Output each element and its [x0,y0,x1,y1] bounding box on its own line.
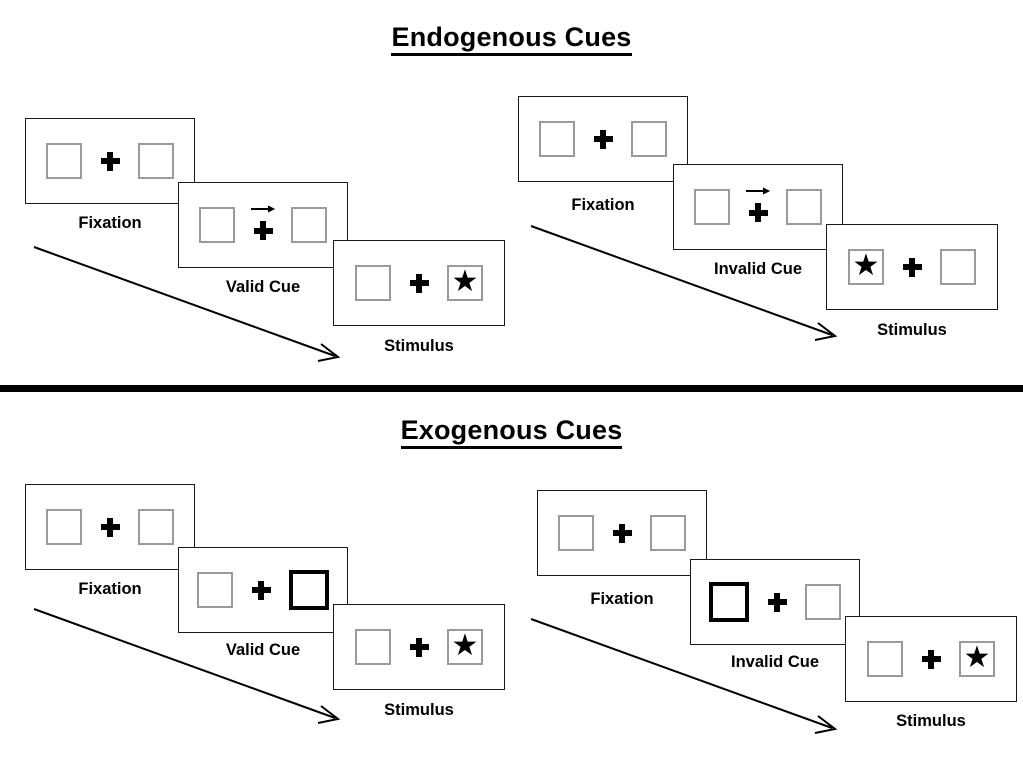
panel-row [197,568,329,612]
panel-label-valid-cue: Valid Cue [225,641,301,659]
section-title-endogenous: Endogenous Cues [0,22,1023,56]
panel-stimulus[interactable]: ★ [333,240,505,326]
section-divider [0,385,1023,392]
panel-row: ★ [867,637,995,681]
panel-row [539,117,667,161]
left-box: ★ [848,249,884,285]
fixation-slot [764,580,790,624]
left-box [867,641,903,677]
fixation-cross-icon [921,649,941,669]
panel-row [46,139,174,183]
fixation-cross-icon [100,517,120,537]
fixation-cross-icon [593,129,613,149]
panel-valid-cue[interactable] [178,547,348,633]
left-box [199,207,235,243]
right-box [805,584,841,620]
left-box-cued [709,582,749,622]
panel-fixation[interactable] [518,96,688,182]
panel-row: ★ [355,625,483,669]
fixation-slot [609,511,635,555]
right-arrow-icon [250,205,276,213]
fixation-slot [97,505,123,549]
panel-label-stimulus: Stimulus [896,712,966,730]
star-icon: ★ [963,641,991,674]
panel-fixation[interactable] [25,118,195,204]
time-arrow-endogenous-valid [33,246,341,362]
panel-row: ★ [355,261,483,305]
panel-stimulus[interactable]: ★ [826,224,998,310]
panel-row [558,511,686,555]
left-box [46,143,82,179]
section-title-endogenous-text: Endogenous Cues [391,22,632,56]
panel-label-fixation: Fixation [78,580,142,598]
right-box: ★ [447,629,483,665]
fixation-slot [406,625,432,669]
fixation-cross-icon [748,203,768,222]
panel-stimulus[interactable]: ★ [845,616,1017,702]
right-box [138,143,174,179]
right-box [786,189,822,225]
left-box [355,265,391,301]
time-arrow-exogenous-valid [33,608,341,724]
panel-label-stimulus: Stimulus [384,337,454,355]
right-box: ★ [959,641,995,677]
fixation-slot [97,139,123,183]
fixation-slot [406,261,432,305]
left-box [355,629,391,665]
panel-row [46,505,174,549]
time-arrow-endogenous-invalid [530,225,838,341]
fixation-cross-icon [612,523,632,543]
fixation-cross-icon [409,637,429,657]
left-box [539,121,575,157]
left-box [694,189,730,225]
star-icon: ★ [451,265,479,298]
panel-invalid-cue[interactable] [673,164,843,250]
panel-label-fixation: Fixation [571,196,635,214]
star-icon: ★ [451,629,479,662]
time-arrow-exogenous-invalid [530,618,838,734]
panel-valid-cue[interactable] [178,182,348,268]
panel-label-invalid-cue: Invalid Cue [713,260,803,278]
panel-label-fixation: Fixation [78,214,142,232]
panel-fixation[interactable] [537,490,707,576]
right-box [940,249,976,285]
section-title-exogenous: Exogenous Cues [0,415,1023,449]
left-box [558,515,594,551]
panel-invalid-cue[interactable] [690,559,860,645]
fixation-slot [250,203,276,247]
panel-label-fixation: Fixation [590,590,654,608]
star-icon: ★ [852,249,880,282]
fixation-cross-icon [902,257,922,277]
right-box: ★ [447,265,483,301]
right-box [650,515,686,551]
panel-row [694,185,822,229]
right-box [631,121,667,157]
fixation-cross-icon [409,273,429,293]
panel-stimulus[interactable]: ★ [333,604,505,690]
fixation-cross-icon [253,221,273,240]
panel-label-stimulus: Stimulus [384,701,454,719]
right-box [138,509,174,545]
fixation-slot [745,185,771,229]
panel-row: ★ [848,245,976,289]
left-box [197,572,233,608]
panel-label-stimulus: Stimulus [877,321,947,339]
fixation-slot [918,637,944,681]
fixation-slot [248,568,274,612]
right-box-cued [289,570,329,610]
section-title-exogenous-text: Exogenous Cues [400,415,623,449]
right-arrow-icon [745,187,771,195]
left-box [46,509,82,545]
fixation-slot [899,245,925,289]
panel-row [199,203,327,247]
fixation-cross-icon [100,151,120,171]
panel-label-valid-cue: Valid Cue [225,278,301,296]
fixation-cross-icon [767,592,787,612]
right-box [291,207,327,243]
panel-label-invalid-cue: Invalid Cue [730,653,820,671]
panel-fixation[interactable] [25,484,195,570]
fixation-cross-icon [251,580,271,600]
panel-row [709,580,841,624]
fixation-slot [590,117,616,161]
